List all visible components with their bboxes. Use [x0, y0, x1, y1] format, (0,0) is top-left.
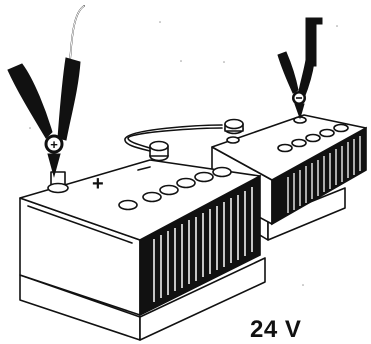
battery-right-positive-terminal [227, 137, 239, 143]
positive-clamp: + [8, 6, 84, 176]
voltage-caption: 24 V [250, 316, 301, 344]
positive-clamp-jaw-left [8, 64, 52, 138]
negative-clamp [278, 18, 322, 118]
battery-left: + [20, 142, 265, 341]
negative-clamp-cable [306, 18, 316, 66]
battery-left-plus-marking: + [92, 173, 104, 195]
positive-clamp-jaw-right [58, 58, 80, 140]
negative-clamp-jaw-left [278, 52, 298, 93]
positive-clamp-plus-symbol: + [50, 137, 58, 152]
